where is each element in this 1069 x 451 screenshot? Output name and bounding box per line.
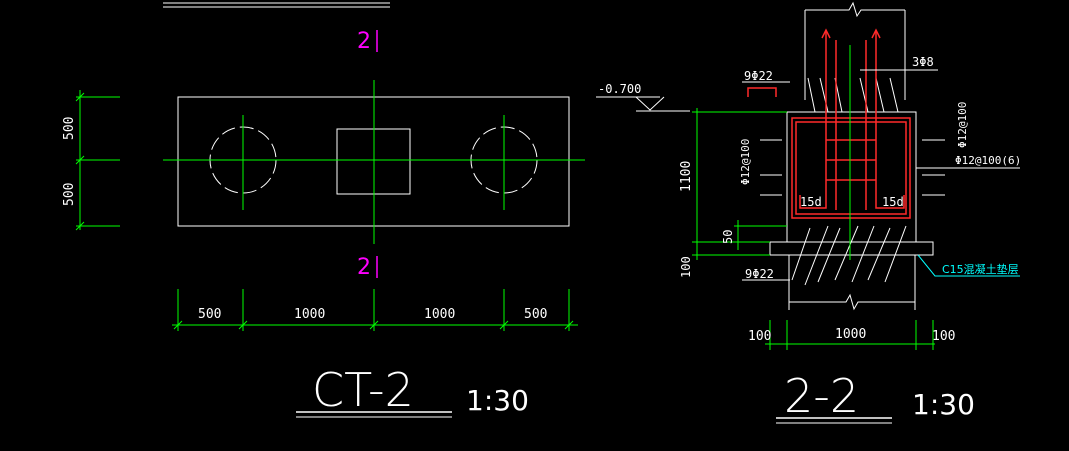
dim-left: 500 500 [62,90,120,231]
dim-label: 100 [932,329,955,344]
top-rebar-label: 9Φ22 [744,69,773,83]
bedding-layer [769,241,934,256]
anchor-left-label: 15d [800,195,822,209]
side-stirrup-right-top-label: Φ12@100 [956,102,969,148]
anchor-right-label: 15d [882,195,904,209]
dim-label: 100 [748,329,771,344]
dim-label: 1100 [679,161,694,192]
side-stirrup-right-label: Φ12@100(6) [955,154,1021,167]
plan-title: CT-2 [312,363,414,417]
elevation-label: -0.700 [598,82,641,96]
plan-view: 2 2 500 500 500 [62,2,585,418]
dim-label: 500 [62,183,77,206]
section-dim-left: 1100 50 100 [679,108,787,278]
hatching [760,77,945,286]
section-mark-top: 2 [357,29,371,54]
dim-label: 50 [721,230,735,244]
dim-label: 500 [198,307,221,322]
column-bars-label: 3Φ8 [912,55,934,69]
dim-label: 500 [62,117,77,140]
dim-label: 1000 [424,307,455,322]
section-dim-bottom: 100 1000 100 [748,320,955,350]
break-line-bottom [789,293,915,311]
dim-label: 1000 [294,307,325,322]
rebar-cage [747,28,911,219]
plan-scale: 1:30 [466,384,529,417]
section-title: 2-2 [784,369,859,423]
elevation-triangle [635,96,665,111]
dim-label: 1000 [835,327,866,342]
break-line-top [805,1,905,18]
dim-label: 100 [679,256,693,278]
dim-bottom: 500 1000 1000 500 [172,289,578,331]
dim-label: 500 [524,307,547,322]
cap-section-outline [786,111,917,243]
section-view: -0.700 [596,1,1021,424]
bedding-label: C15混凝土垫层 [942,262,1019,276]
section-scale: 1:30 [912,388,975,421]
bedding-leader [917,254,1020,277]
side-stirrup-left-label: Φ12@100 [739,139,752,185]
section-mark-bottom: 2 [357,255,371,280]
bottom-rebar-label: 9Φ22 [745,267,774,281]
